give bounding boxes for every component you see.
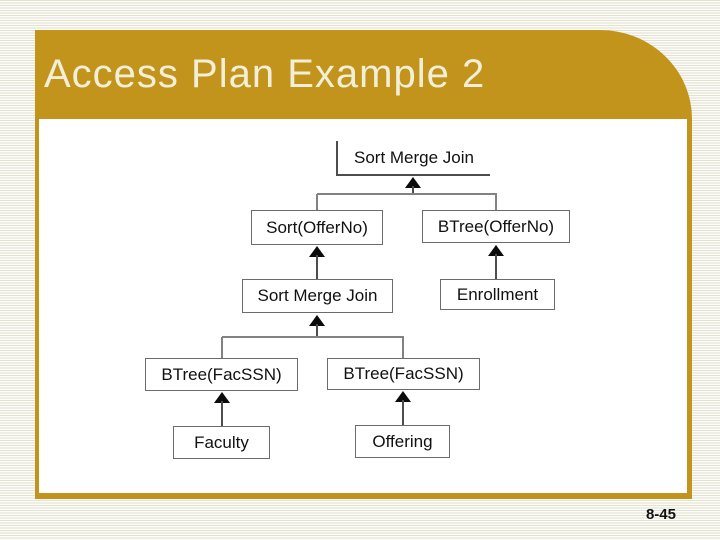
up-arrow bbox=[395, 391, 411, 402]
tree-node-sort-offerno: Sort(OfferNo) bbox=[251, 210, 383, 245]
up-arrow bbox=[488, 245, 504, 256]
tree-node-btree-facssn-left: BTree(FacSSN) bbox=[145, 358, 298, 391]
connector-stem bbox=[221, 401, 223, 426]
tree-node-btree-offerno: BTree(OfferNo) bbox=[422, 210, 570, 243]
page-number: 8-45 bbox=[645, 506, 676, 523]
connector-bar bbox=[317, 193, 497, 195]
up-arrow bbox=[214, 392, 230, 403]
tree-node-faculty: Faculty bbox=[173, 426, 270, 459]
up-arrow bbox=[405, 177, 421, 188]
connector-stem bbox=[412, 186, 414, 194]
connector-stem bbox=[402, 400, 404, 425]
tree-node-enrollment: Enrollment bbox=[440, 279, 555, 310]
connector-drop bbox=[402, 337, 404, 358]
tree-node-sort-merge-join-inner: Sort Merge Join bbox=[242, 279, 393, 313]
title-banner: Access Plan Example 2 bbox=[35, 30, 692, 119]
connector-drop bbox=[495, 194, 497, 211]
connector-stem bbox=[316, 255, 318, 279]
up-arrow bbox=[309, 246, 325, 257]
slide-title: Access Plan Example 2 bbox=[44, 52, 486, 96]
tree-node-offering: Offering bbox=[355, 425, 450, 458]
connector-bar bbox=[222, 336, 404, 338]
connector-stem bbox=[495, 254, 497, 279]
tree-node-sort-merge-join-root: Sort Merge Join bbox=[336, 141, 490, 176]
connector-drop bbox=[316, 194, 318, 211]
up-arrow bbox=[309, 315, 325, 326]
connector-stem bbox=[316, 324, 318, 337]
tree-node-btree-facssn-right: BTree(FacSSN) bbox=[327, 358, 480, 390]
connector-drop bbox=[221, 337, 223, 358]
